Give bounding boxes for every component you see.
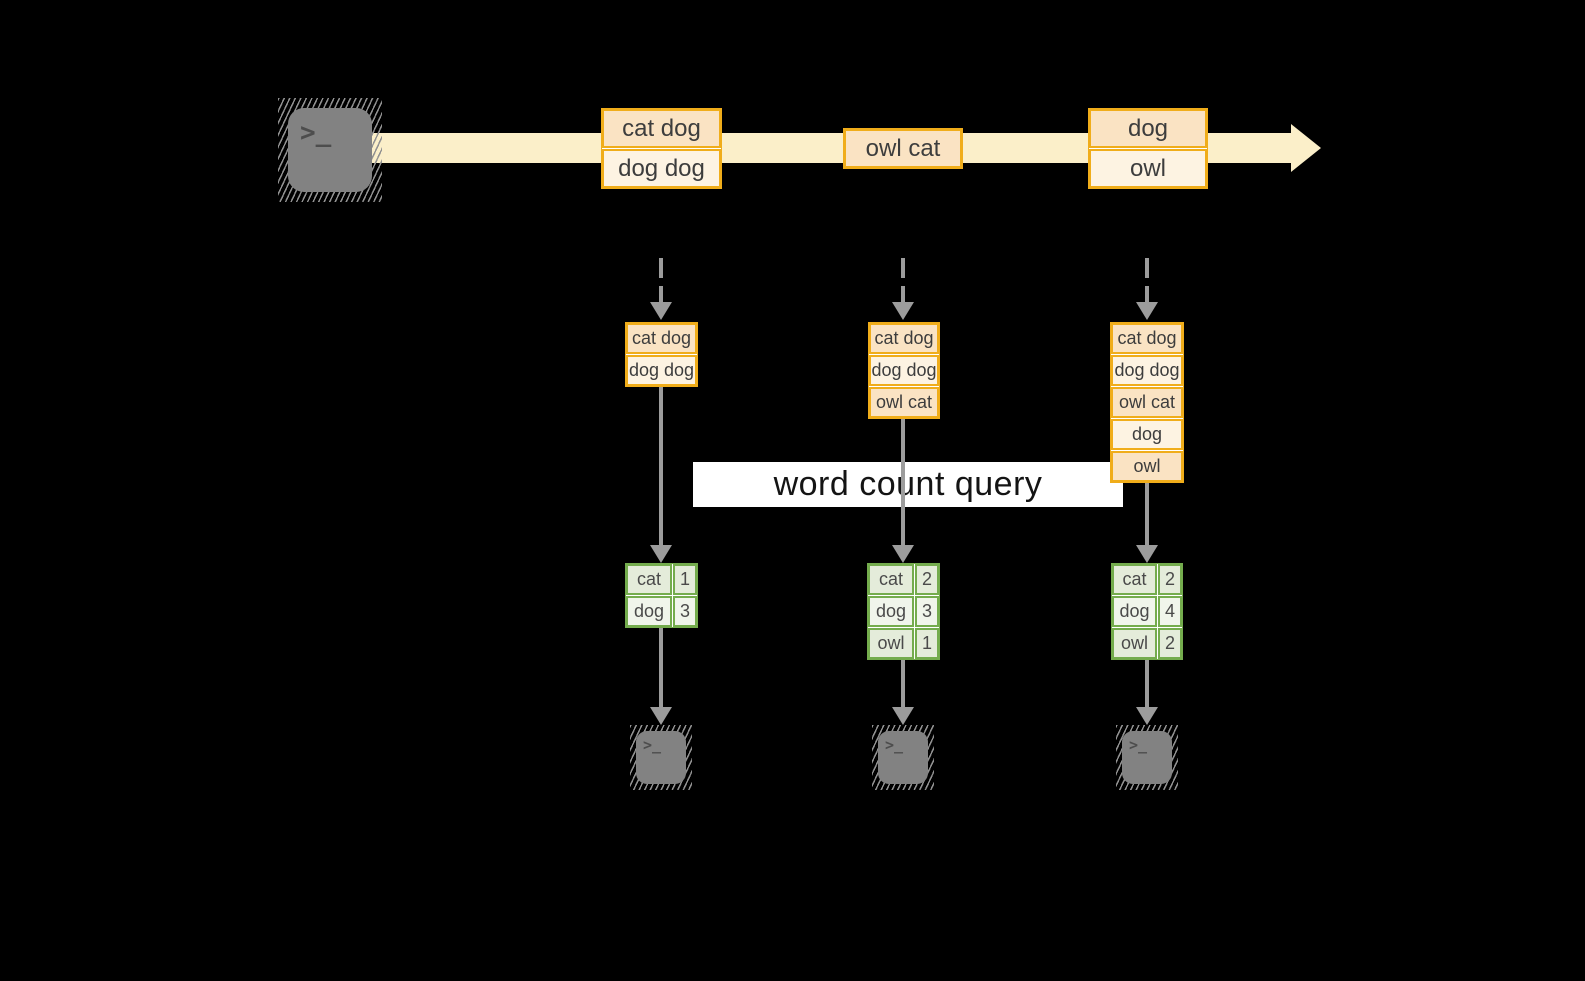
stream-timeline-arrowhead-icon xyxy=(1291,124,1321,172)
dashed-arrow-line-2 xyxy=(901,258,905,304)
table-word-cell: owl xyxy=(868,628,914,659)
dashed-arrowhead-icon-1 xyxy=(650,302,672,320)
table-word-cell: cat xyxy=(1112,564,1157,595)
table-word-cell: cat xyxy=(868,564,914,595)
stack-cell: dog dog xyxy=(1111,355,1183,386)
dashed-arrow-line-1 xyxy=(659,258,663,304)
table-count-cell: 2 xyxy=(1158,628,1182,659)
stream-event-box-2: owl cat xyxy=(843,128,963,169)
stack-cell: dog xyxy=(1111,419,1183,450)
stack-cell: dog dog xyxy=(869,355,939,386)
terminal-cursor-glyph: _ xyxy=(894,736,903,754)
table-count-cell: 1 xyxy=(915,628,939,659)
stack-cell: cat dog xyxy=(626,323,697,354)
word-count-table-3: cat 2 dog 4 owl 2 xyxy=(1111,563,1183,660)
stack-cell: owl xyxy=(1111,451,1183,482)
table-word-cell: dog xyxy=(1112,596,1157,627)
arrowhead-icon xyxy=(650,545,672,563)
dashed-arrowhead-icon-2 xyxy=(892,302,914,320)
table-count-cell: 4 xyxy=(1158,596,1182,627)
batch-stack-1: cat dog dog dog xyxy=(625,322,698,387)
terminal-prompt-glyph: > xyxy=(885,736,895,754)
terminal-source-icon: >_ xyxy=(278,98,382,202)
terminal-sink-icon-1: >_ xyxy=(630,725,692,790)
terminal-prompt-glyph: > xyxy=(643,736,653,754)
table-word-cell: dog xyxy=(626,596,672,627)
stream-event-cell: owl cat xyxy=(844,129,962,168)
table-count-cell: 2 xyxy=(1158,564,1182,595)
table-word-cell: owl xyxy=(1112,628,1157,659)
connector-line xyxy=(1145,481,1149,547)
arrowhead-icon xyxy=(892,545,914,563)
table-count-cell: 2 xyxy=(915,564,939,595)
stream-event-cell: dog xyxy=(1089,109,1207,148)
terminal-body: >_ xyxy=(1122,731,1172,784)
stack-cell: cat dog xyxy=(1111,323,1183,354)
query-label-text: word count query xyxy=(773,465,1043,503)
stack-cell: owl cat xyxy=(1111,387,1183,418)
connector-line xyxy=(659,385,663,547)
table-word-cell: dog xyxy=(868,596,914,627)
query-label-banner: word count query xyxy=(693,462,1123,507)
word-count-table-1: cat 1 dog 3 xyxy=(625,563,698,628)
terminal-cursor-glyph: _ xyxy=(652,736,661,754)
batch-stack-2: cat dog dog dog owl cat xyxy=(868,322,940,419)
stack-cell: dog dog xyxy=(626,355,697,386)
connector-line xyxy=(659,626,663,709)
table-count-cell: 3 xyxy=(915,596,939,627)
dashed-arrow-line-3 xyxy=(1145,258,1149,304)
connector-line xyxy=(901,417,905,547)
connector-line xyxy=(901,658,905,709)
terminal-prompt-glyph: > xyxy=(300,118,316,148)
table-word-cell: cat xyxy=(626,564,672,595)
stack-cell: cat dog xyxy=(869,323,939,354)
batch-stack-3: cat dog dog dog owl cat dog owl xyxy=(1110,322,1184,483)
terminal-sink-icon-3: >_ xyxy=(1116,725,1178,790)
stream-event-box-3: dog owl xyxy=(1088,108,1208,189)
terminal-body: >_ xyxy=(878,731,928,784)
stream-event-cell: owl xyxy=(1089,149,1207,188)
arrowhead-icon xyxy=(1136,707,1158,725)
stream-event-cell: cat dog xyxy=(602,109,721,148)
terminal-body: >_ xyxy=(288,108,372,192)
stream-event-box-1: cat dog dog dog xyxy=(601,108,722,189)
table-count-cell: 3 xyxy=(673,596,697,627)
arrowhead-icon xyxy=(892,707,914,725)
terminal-body: >_ xyxy=(636,731,686,784)
terminal-prompt-glyph: > xyxy=(1129,736,1139,754)
terminal-sink-icon-2: >_ xyxy=(872,725,934,790)
stream-event-cell: dog dog xyxy=(602,149,721,188)
terminal-cursor-glyph: _ xyxy=(1138,736,1147,754)
table-count-cell: 1 xyxy=(673,564,697,595)
stack-cell: owl cat xyxy=(869,387,939,418)
terminal-cursor-glyph: _ xyxy=(315,118,332,148)
dashed-arrowhead-icon-3 xyxy=(1136,302,1158,320)
arrowhead-icon xyxy=(1136,545,1158,563)
word-count-table-2: cat 2 dog 3 owl 1 xyxy=(867,563,940,660)
arrowhead-icon xyxy=(650,707,672,725)
connector-line xyxy=(1145,658,1149,709)
